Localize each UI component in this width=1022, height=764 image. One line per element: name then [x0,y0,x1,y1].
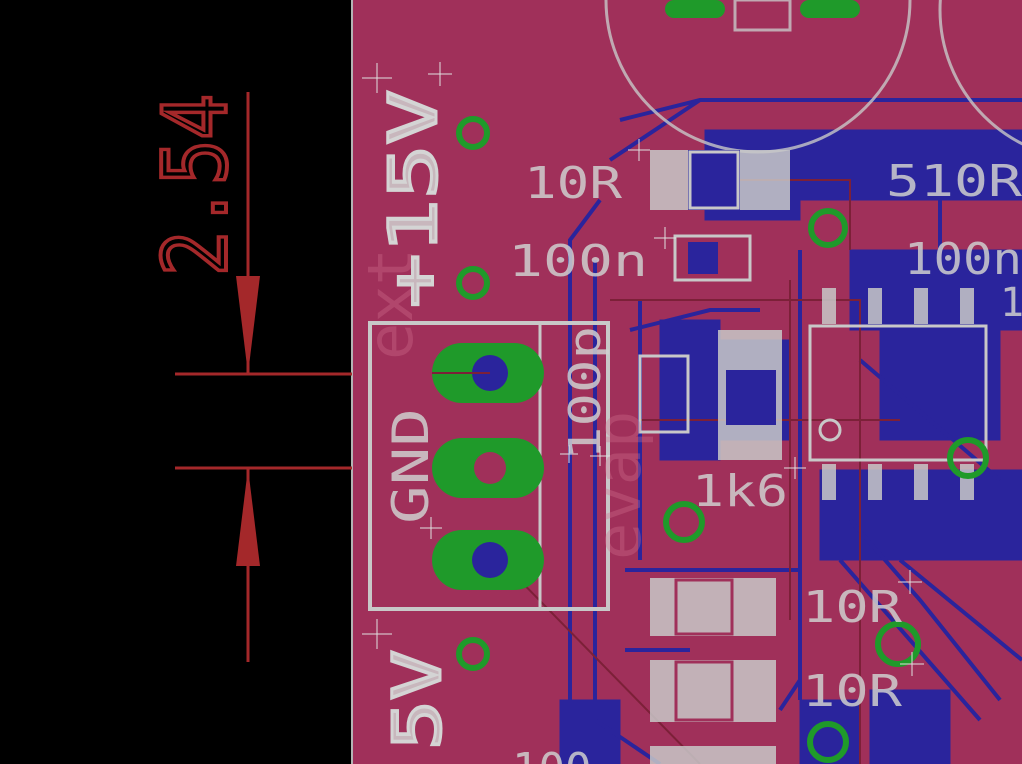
top-pad-1[interactable] [665,0,725,18]
label-gnd: GND [382,408,440,524]
label-partial-1: 1 [1000,280,1022,326]
via [663,501,705,543]
label-partial-100: 100 [512,744,591,764]
label-100n-right: 100n [904,234,1022,285]
via [456,266,490,300]
resistor-10r-top[interactable] [650,150,790,210]
capacitor-outline-2 [938,0,1022,146]
top-pad-2[interactable] [800,0,860,18]
label-510r: 510R [886,156,1022,207]
label-5v: 5V [379,650,456,750]
ic-soic-outline[interactable] [808,288,988,500]
via [808,208,848,248]
via [947,437,989,479]
via [807,721,849,763]
dimension-annotation[interactable] [175,92,352,662]
origin-markers [362,62,924,676]
resistor-bottom-partial [650,746,776,764]
transistor-package[interactable] [638,330,782,460]
via [456,116,490,150]
label-10r-bottom: 10R [802,666,903,717]
ghost-text-evap: evap [582,411,655,560]
label-100n-left: 100n [508,236,648,287]
capacitor-100n-left[interactable] [673,234,752,282]
terminal-block[interactable] [368,321,610,611]
label-10r-top: 10R [524,158,623,209]
dimension-value: 2.54 [144,94,247,276]
via [456,637,490,671]
vias[interactable] [456,116,989,763]
resistor-10r-mid[interactable] [650,578,776,636]
ghost-text-left: ext [354,248,427,360]
top-silk-rect [733,0,792,32]
via [875,621,921,667]
resistor-10r-bottom[interactable] [650,660,776,722]
label-100p: 100p [560,326,611,460]
label-plus-15v: +15V [375,90,452,308]
label-10r-mid: 10R [802,582,903,633]
label-1k6: 1k6 [692,466,788,517]
bottom-traces [568,98,1022,764]
